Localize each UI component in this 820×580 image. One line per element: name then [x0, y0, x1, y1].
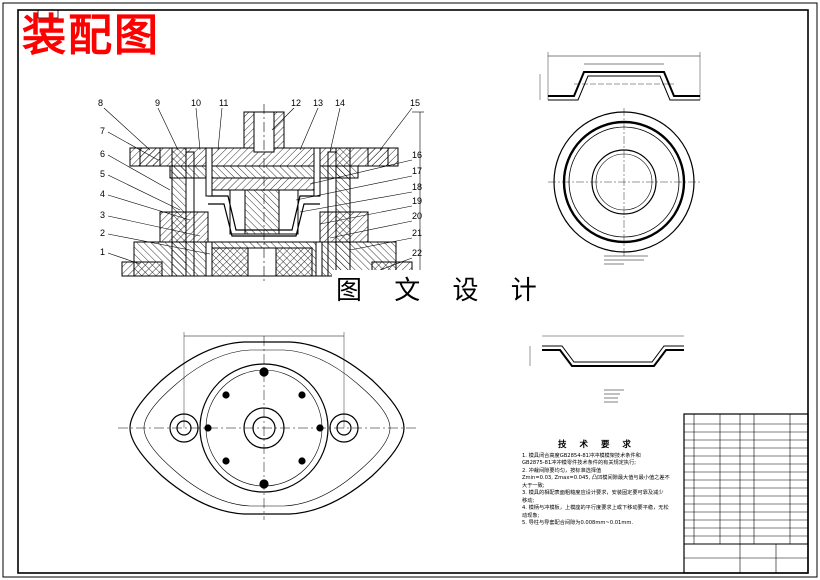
- balloon-3: 3: [100, 210, 105, 220]
- balloon-18: 18: [412, 182, 422, 192]
- part-section-top: [539, 52, 701, 101]
- balloon-1: 1: [100, 247, 105, 257]
- requirement-line: 移动;: [522, 497, 535, 504]
- balloon-labels: 8 9 10 11 12 13 14 15 7 6 5 4 3 2 1 16 1…: [98, 98, 422, 258]
- leader-lines: [103, 107, 413, 271]
- watermark-text: 图 文 设 计: [332, 270, 553, 307]
- part-plan-view: [548, 108, 700, 256]
- requirement-line: 2. 冲裁间隙要均匀，按标准选择值: [522, 467, 602, 474]
- balloon-5: 5: [100, 169, 105, 179]
- requirement-line: 动现象;: [522, 512, 540, 519]
- part-section-lower: [529, 335, 684, 367]
- balloon-2: 2: [100, 228, 105, 238]
- balloon-8: 8: [98, 98, 103, 108]
- balloon-6: 6: [100, 149, 105, 159]
- requirement-line: GB2875-81冲冲模零件技术条件的有关规定执行;: [522, 460, 637, 466]
- balloon-7: 7: [100, 126, 105, 136]
- technical-requirements-heading: 技 术 要 求: [558, 440, 636, 450]
- balloon-19: 19: [412, 196, 422, 206]
- balloon-16: 16: [412, 150, 422, 160]
- requirement-line: 3. 模具的相配表面粗糙度应设计要求，安装固定要可靠及减少: [522, 490, 664, 496]
- balloon-17: 17: [412, 166, 422, 176]
- part-annotation-marks: [604, 255, 648, 403]
- balloon-22: 22: [412, 248, 422, 258]
- balloon-13: 13: [313, 98, 323, 108]
- requirement-line: 4. 模柄与冲模板，上模座的平行度要求上或下移动要平稳，无松: [522, 505, 669, 511]
- balloon-11: 11: [219, 98, 228, 108]
- balloon-15: 15: [410, 98, 420, 108]
- requirement-line: 5. 导柱与导套配合间隙为0.008mm~0.01mm.: [522, 520, 634, 526]
- inner-border: [17, 9, 809, 574]
- assembly-section-view: [121, 104, 424, 282]
- balloon-14: 14: [335, 98, 345, 108]
- requirement-line: Zmin=0.03, Zmax=0.045, 凸凹模间隙最大值与最小值之差不大于…: [522, 475, 670, 489]
- balloon-20: 20: [412, 211, 422, 221]
- balloon-4: 4: [100, 189, 105, 199]
- corner-tag: [37, 9, 59, 19]
- balloon-21: 21: [412, 228, 422, 238]
- balloon-9: 9: [155, 98, 160, 108]
- balloon-12: 12: [291, 98, 301, 108]
- requirement-line: 1. 模具闭合高度GB2854-81冲冲模模架技术条件和: [522, 452, 641, 459]
- title-block: [683, 413, 809, 574]
- technical-requirements: 技 术 要 求 1. 模具闭合高度GB2854-81冲冲模模架技术条件和 GB2…: [522, 440, 672, 528]
- balloon-10: 10: [191, 98, 201, 108]
- assembly-drawing-stamp: 装配图: [22, 10, 160, 61]
- die-plan-view: [118, 332, 416, 520]
